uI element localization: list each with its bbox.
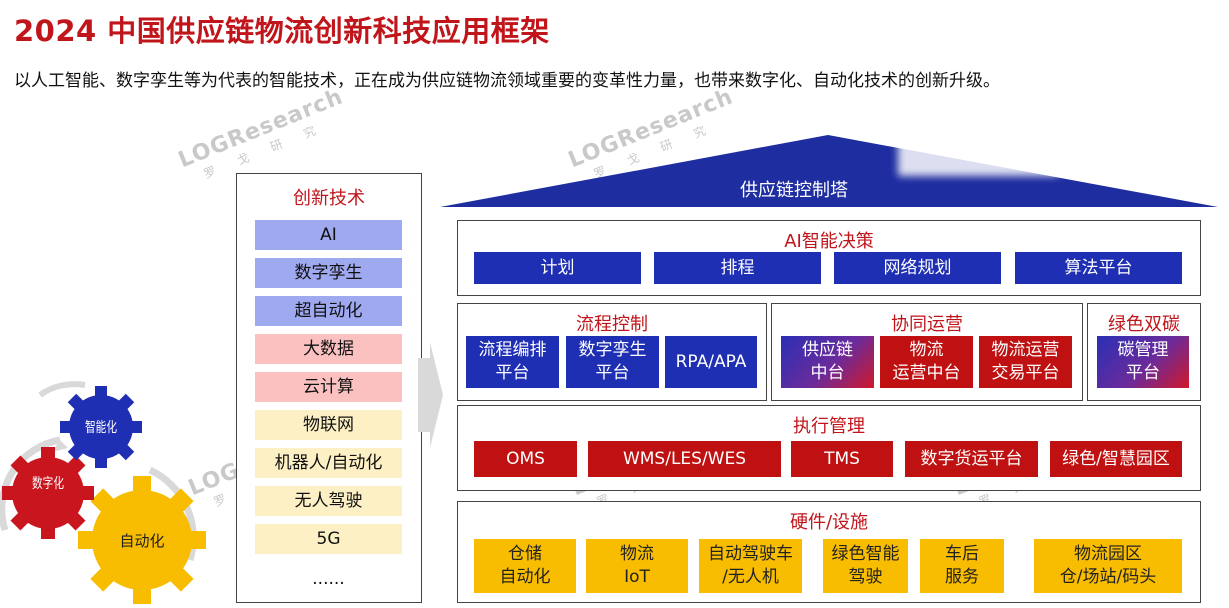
gear-intelligent-label: 智能化 — [85, 420, 117, 436]
innovation-tech-item: 数字孪生 — [255, 258, 402, 288]
arrow-right-icon — [418, 342, 443, 448]
execution-item: WMS/LES/WES — [588, 441, 781, 477]
innovation-tech-item: 大数据 — [255, 334, 402, 364]
hardware-item: 物流 IoT — [586, 539, 688, 593]
page-title: 2024 中国供应链物流创新科技应用框架 — [14, 14, 550, 48]
gear-digital-icon — [2, 447, 94, 539]
ai-decision-item: 排程 — [654, 252, 821, 284]
gear-automation-label: 自动化 — [119, 532, 164, 550]
collab-ops-title: 协同运营 — [891, 314, 963, 335]
green-carbon-title: 绿色双碳 — [1108, 314, 1180, 335]
ai-decision-item: 计划 — [474, 252, 641, 284]
gear-digital-label-line1: 数字化 — [32, 476, 64, 492]
ai-decision-item: 算法平台 — [1015, 252, 1182, 284]
control-tower-roof — [440, 135, 1218, 207]
hardware-item: 车后 服务 — [920, 539, 1004, 593]
execution-item: TMS — [791, 441, 893, 477]
innovation-tech-item: 物联网 — [255, 410, 402, 440]
page-subtitle: 以人工智能、数字孪生等为代表的智能技术，正在成为供应链物流领域重要的变革性力量，… — [14, 71, 1000, 91]
ai-decision-item: 网络规划 — [834, 252, 1001, 284]
innovation-tech-item: AI — [255, 220, 402, 250]
innovation-tech-title: 创新技术 — [293, 188, 365, 209]
process-control-item: RPA/APA — [665, 336, 757, 388]
innovation-tech-item: ...... — [312, 569, 345, 589]
execution-item: 绿色/智慧园区 — [1050, 441, 1182, 477]
process-control-item: 数字孪生 平台 — [566, 336, 659, 388]
control-tower-label: 供应链控制塔 — [740, 180, 848, 201]
execution-item: OMS — [474, 441, 577, 477]
hardware-item: 仓储 自动化 — [474, 539, 576, 593]
innovation-tech-item: 5G — [255, 524, 402, 554]
hardware-title: 硬件/设施 — [789, 512, 869, 533]
collab-ops-item: 物流运营 交易平台 — [979, 336, 1072, 388]
roof-highlight — [898, 118, 1058, 176]
hardware-item: 绿色智能 驾驶 — [823, 539, 908, 593]
process-control-title: 流程控制 — [576, 314, 648, 335]
process-control-item: 流程编排 平台 — [466, 336, 559, 388]
execution-item: 数字货运平台 — [905, 441, 1038, 477]
hardware-item: 物流园区 仓/场站/码头 — [1034, 539, 1182, 593]
gear-automation-icon — [78, 476, 206, 604]
hardware-item: 自动驾驶车 /无人机 — [699, 539, 802, 593]
innovation-tech-item: 机器人/自动化 — [255, 448, 402, 478]
innovation-tech-item: 云计算 — [255, 372, 402, 402]
green-item: 碳管理 平台 — [1097, 336, 1189, 388]
innovation-tech-panel: 创新技术 AI 数字孪生超自动化大数据云计算物联网机器人/自动化无人驾驶 5G...… — [236, 173, 422, 603]
innovation-tech-item: 超自动化 — [255, 296, 402, 326]
innovation-tech-item: 无人驾驶 — [255, 486, 402, 516]
ai-decision-title: AI智能决策 — [784, 231, 874, 252]
collab-ops-item: 供应链 中台 — [781, 336, 874, 388]
gears-illustration: 数字化 智能化 自动化 — [0, 381, 206, 604]
gear-intelligent-icon — [60, 386, 142, 468]
collab-ops-item: 物流 运营中台 — [880, 336, 973, 388]
execution-title: 执行管理 — [793, 416, 865, 437]
